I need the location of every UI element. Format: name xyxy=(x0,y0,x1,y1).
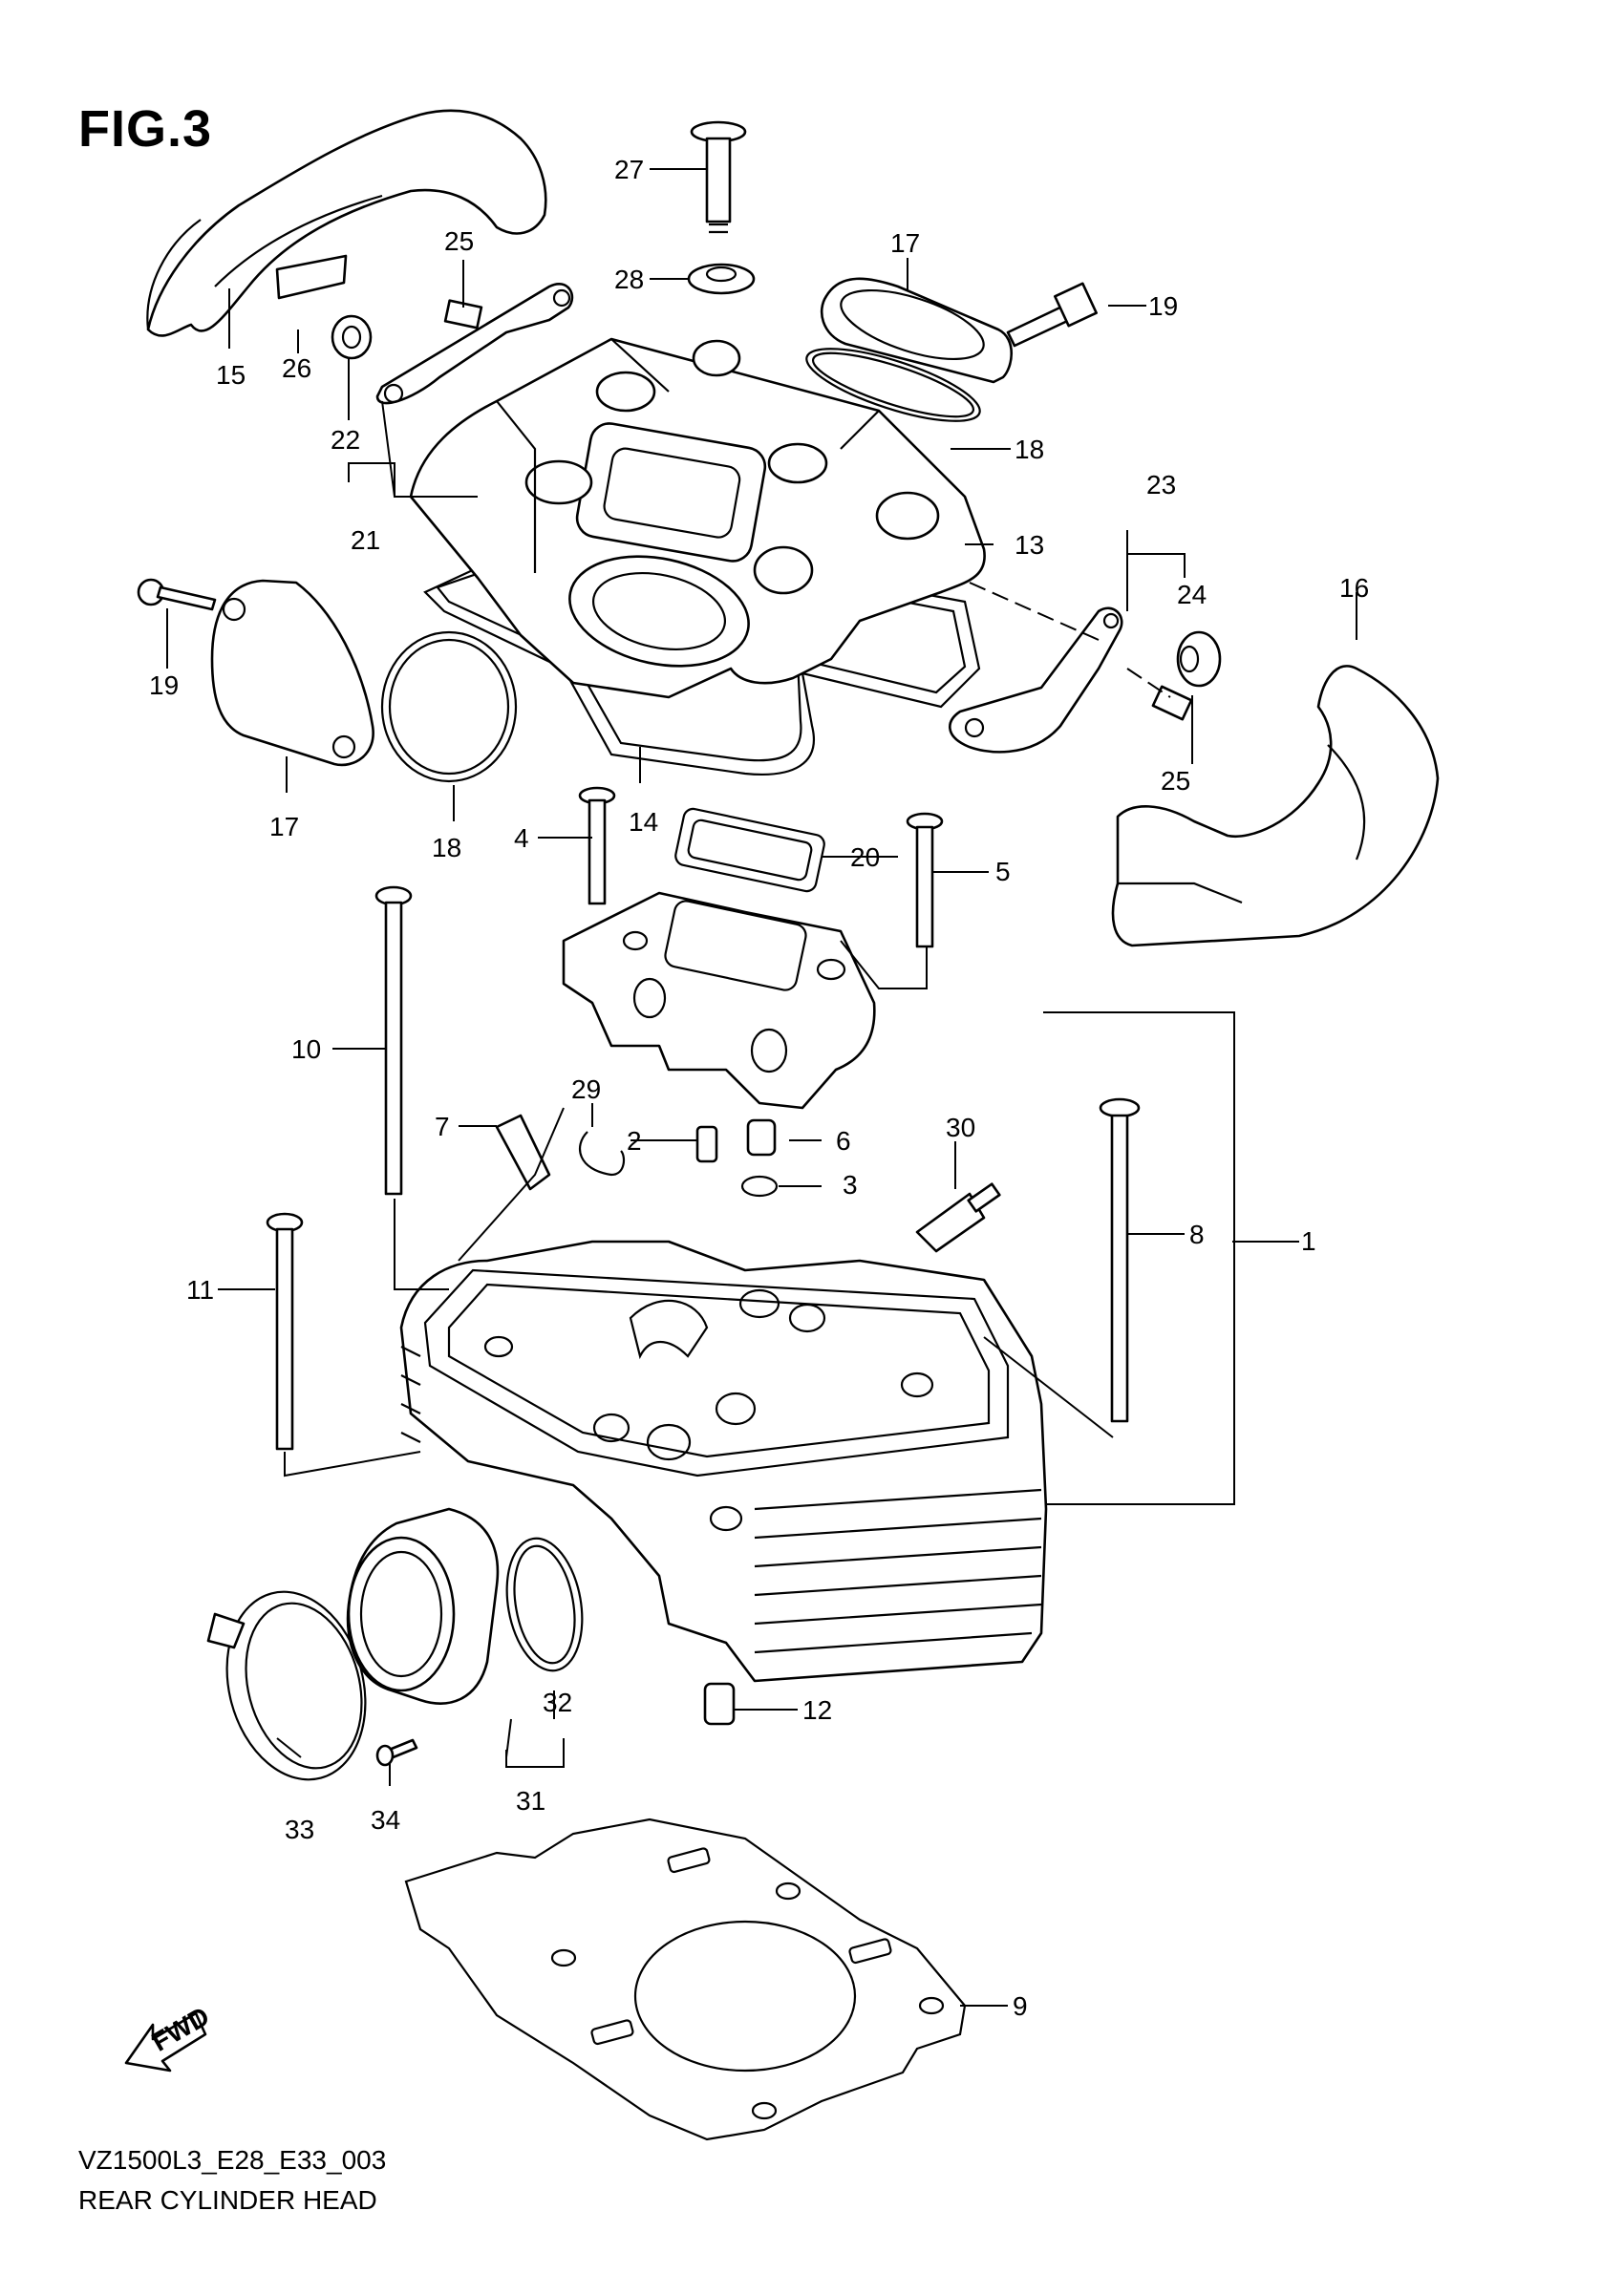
callout-27: 27 xyxy=(614,155,644,184)
rocker-gasket[interactable] xyxy=(673,807,825,893)
cylinder-head-cover[interactable] xyxy=(409,337,986,699)
callout-28: 28 xyxy=(614,265,644,294)
bolt-right-top[interactable] xyxy=(1006,282,1098,348)
callout-5: 5 xyxy=(995,857,1011,886)
stud-10[interactable] xyxy=(374,885,413,1196)
callout-30: 30 xyxy=(946,1113,975,1142)
head-cover-gasket[interactable] xyxy=(423,533,981,776)
fwd-arrow-icon: FWD xyxy=(124,2001,214,2073)
bolt-5[interactable] xyxy=(906,812,944,948)
grommet-top[interactable] xyxy=(687,263,756,295)
camshaft-holder[interactable] xyxy=(562,891,876,1110)
side-cover-right[interactable] xyxy=(1111,665,1440,947)
callout-4: 4 xyxy=(514,823,529,853)
callout-14: 14 xyxy=(629,807,658,837)
cap-cover-left[interactable] xyxy=(210,579,374,767)
bolt-right[interactable] xyxy=(1151,685,1193,721)
cap-cover-top[interactable] xyxy=(820,276,1013,384)
sleeve[interactable] xyxy=(746,1118,777,1157)
spark-plug[interactable] xyxy=(915,1182,1001,1253)
grommet-left[interactable] xyxy=(331,314,373,360)
callout-7: 7 xyxy=(435,1112,450,1141)
callout-18-left: 18 xyxy=(432,833,461,862)
callout-15: 15 xyxy=(216,360,246,390)
clip[interactable] xyxy=(579,1131,626,1177)
cylinder-head[interactable] xyxy=(399,1240,1048,1683)
callout-6: 6 xyxy=(836,1126,851,1156)
callout-20: 20 xyxy=(850,842,880,872)
callout-19-left: 19 xyxy=(149,670,179,700)
label-plate[interactable] xyxy=(275,254,348,300)
callout-22: 22 xyxy=(331,425,360,455)
stud-8[interactable] xyxy=(1099,1097,1141,1423)
callout-21: 21 xyxy=(351,525,380,555)
callout-8: 8 xyxy=(1189,1220,1205,1249)
bolt-4[interactable] xyxy=(578,786,616,905)
callout-29: 29 xyxy=(571,1074,601,1104)
callout-31: 31 xyxy=(516,1786,545,1816)
dowel-pin-lower[interactable] xyxy=(703,1682,736,1726)
bracket-right[interactable] xyxy=(949,606,1123,754)
intake-pipe[interactable] xyxy=(346,1507,500,1705)
callout-19-top: 19 xyxy=(1148,291,1178,321)
callout-13: 13 xyxy=(1015,530,1044,560)
intake-oring[interactable] xyxy=(497,1532,591,1676)
callout-16: 16 xyxy=(1339,573,1369,603)
long-bolt[interactable] xyxy=(690,120,747,234)
valve-adjuster[interactable] xyxy=(495,1114,551,1191)
dowel-pin[interactable] xyxy=(695,1125,718,1163)
callout-17-top: 17 xyxy=(890,228,920,258)
callout-11: 11 xyxy=(186,1275,214,1305)
callout-23: 23 xyxy=(1146,470,1176,500)
model-code: VZ1500L3_E28_E33_003 xyxy=(78,2145,387,2175)
oring-small[interactable] xyxy=(740,1175,779,1198)
bolt-left[interactable] xyxy=(137,578,217,611)
oring-top[interactable] xyxy=(800,334,987,436)
grommet-right[interactable] xyxy=(1176,630,1222,688)
callout-32: 32 xyxy=(543,1688,572,1717)
callout-18-top: 18 xyxy=(1015,435,1044,464)
screw[interactable] xyxy=(375,1738,418,1767)
callout-17-left: 17 xyxy=(269,812,299,841)
leader-lines xyxy=(166,168,1357,2007)
hose-clamp[interactable] xyxy=(206,1576,386,1795)
callout-10: 10 xyxy=(291,1034,321,1064)
callout-9: 9 xyxy=(1013,1991,1028,2021)
figure-name: REAR CYLINDER HEAD xyxy=(78,2185,377,2215)
oring-left[interactable] xyxy=(380,630,518,783)
callout-labels: 1 2 3 4 5 6 7 8 9 10 11 12 13 14 15 16 1… xyxy=(149,155,1369,2021)
callout-2: 2 xyxy=(627,1126,642,1156)
callout-25-top: 25 xyxy=(444,226,474,256)
side-cover-left[interactable] xyxy=(146,109,547,337)
callout-12: 12 xyxy=(802,1695,832,1725)
stud-11[interactable] xyxy=(266,1212,304,1451)
callout-3: 3 xyxy=(843,1170,858,1200)
callout-1: 1 xyxy=(1301,1226,1316,1256)
bolt-top[interactable] xyxy=(443,299,483,330)
callout-33: 33 xyxy=(285,1815,314,1844)
callout-25-right: 25 xyxy=(1161,766,1190,796)
figure-title: FIG.3 xyxy=(78,100,213,158)
callout-24: 24 xyxy=(1177,580,1207,609)
cylinder-head-gasket[interactable] xyxy=(404,1818,967,2141)
callout-26: 26 xyxy=(282,353,311,383)
callout-34: 34 xyxy=(371,1805,400,1835)
